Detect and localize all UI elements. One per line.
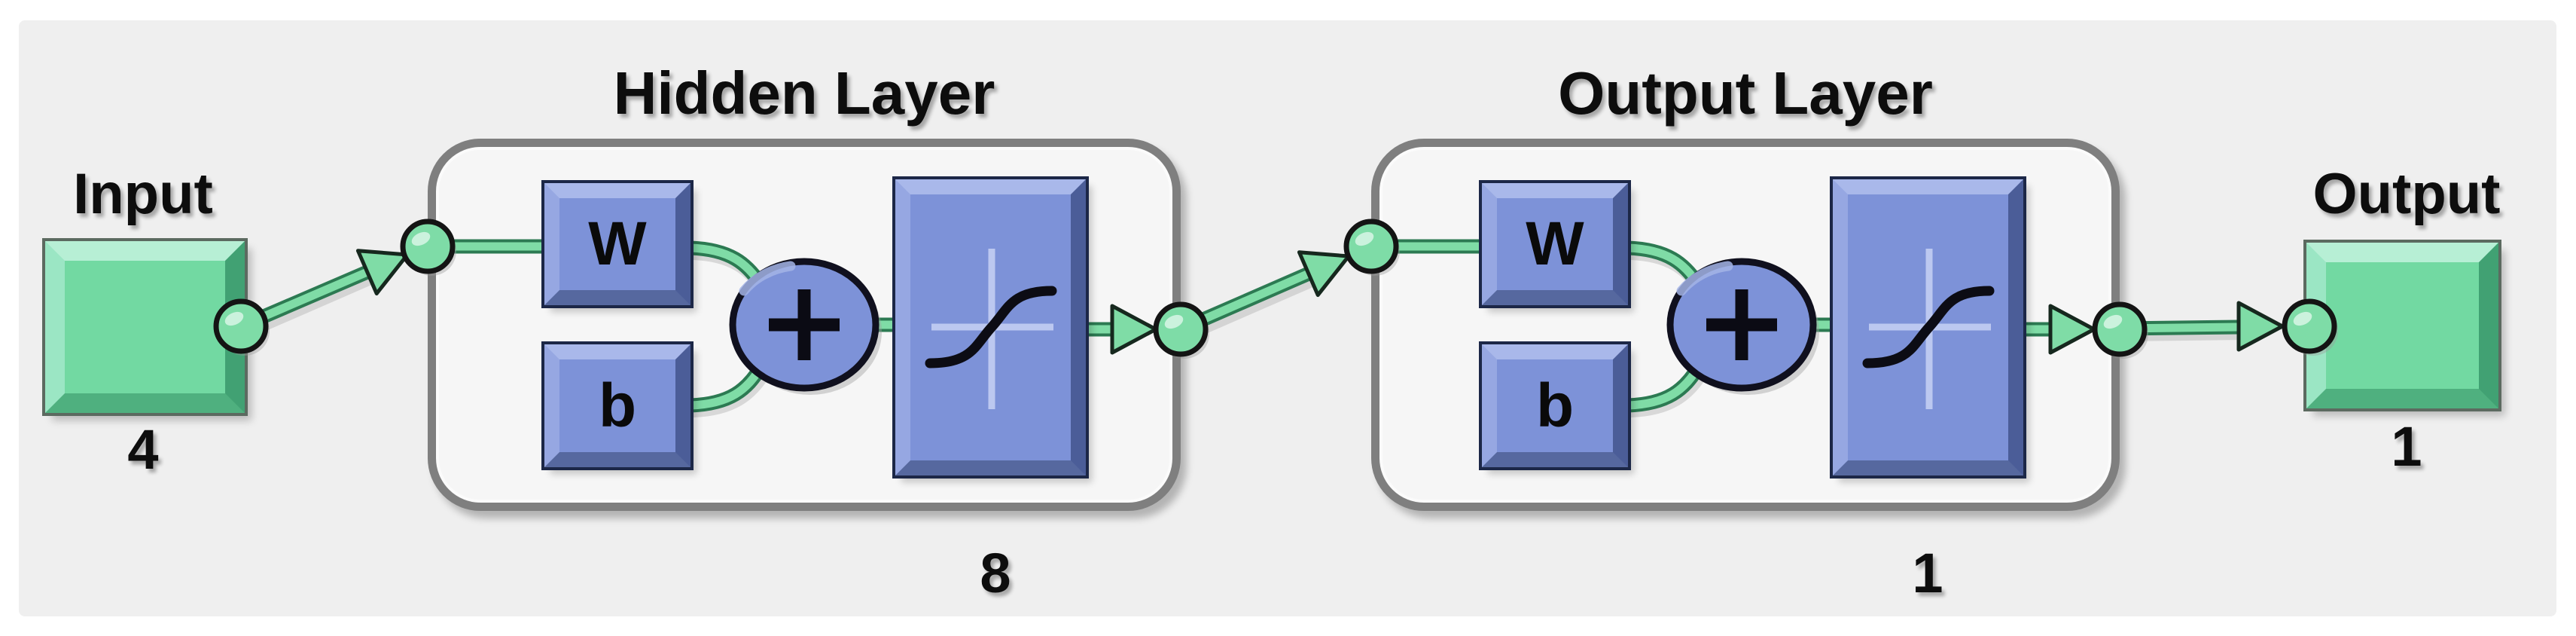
bias-label: b bbox=[598, 371, 637, 440]
signal-node-output-exit bbox=[2092, 301, 2148, 359]
hidden-layer-title: Hidden Layer bbox=[613, 60, 995, 127]
sum-junction-hidden bbox=[729, 258, 882, 395]
input-block bbox=[45, 241, 245, 413]
plus-icon bbox=[769, 289, 840, 360]
wire-hidden-to-output bbox=[1173, 250, 1351, 342]
weight-block-hidden: W bbox=[544, 183, 690, 305]
weight-label: W bbox=[588, 209, 647, 278]
wire-bias-to-sum-output bbox=[1620, 360, 1709, 417]
arrowhead-icon bbox=[1110, 304, 1158, 355]
wire-transfer-to-exit-hidden bbox=[1078, 304, 1158, 355]
signal-node-output-block bbox=[2282, 298, 2338, 356]
output-label: Output bbox=[2312, 162, 2501, 226]
wire-bias-to-sum-hidden bbox=[683, 360, 771, 417]
input-label: Input bbox=[73, 162, 213, 226]
transfer-function-block-output bbox=[1833, 179, 2023, 475]
signal-node-hidden-exit bbox=[1153, 301, 1209, 359]
output-dimension: 1 bbox=[2391, 415, 2422, 478]
transfer-function-block-hidden bbox=[895, 179, 1086, 475]
signal-node-input bbox=[213, 298, 270, 356]
bias-block-hidden: b bbox=[544, 344, 690, 467]
wire-input-to-hidden bbox=[233, 249, 410, 339]
plus-icon bbox=[1706, 289, 1777, 360]
arrowhead-icon bbox=[1297, 250, 1351, 298]
bias-block-output: b bbox=[1482, 344, 1628, 467]
arrowhead-icon bbox=[2236, 301, 2285, 352]
arrowhead-icon bbox=[2048, 304, 2096, 355]
weight-label: W bbox=[1526, 209, 1584, 278]
s-curve-icon bbox=[925, 249, 1057, 409]
hidden-layer-neuron-count: 8 bbox=[980, 542, 1011, 604]
input-dimension: 4 bbox=[127, 418, 159, 481]
arrowhead-icon bbox=[355, 249, 410, 296]
sum-junction-output bbox=[1666, 258, 1819, 395]
bias-label: b bbox=[1535, 371, 1575, 440]
signal-node-hidden-entry bbox=[400, 219, 456, 276]
signal-node-output-entry bbox=[1343, 219, 1400, 276]
wire-transfer-to-exit-output bbox=[2016, 304, 2096, 355]
weight-block-output: W bbox=[1482, 183, 1628, 305]
output-layer-title: Output Layer bbox=[1558, 60, 1933, 127]
s-curve-icon bbox=[1862, 249, 1995, 409]
output-layer-neuron-count: 1 bbox=[1912, 542, 1943, 604]
